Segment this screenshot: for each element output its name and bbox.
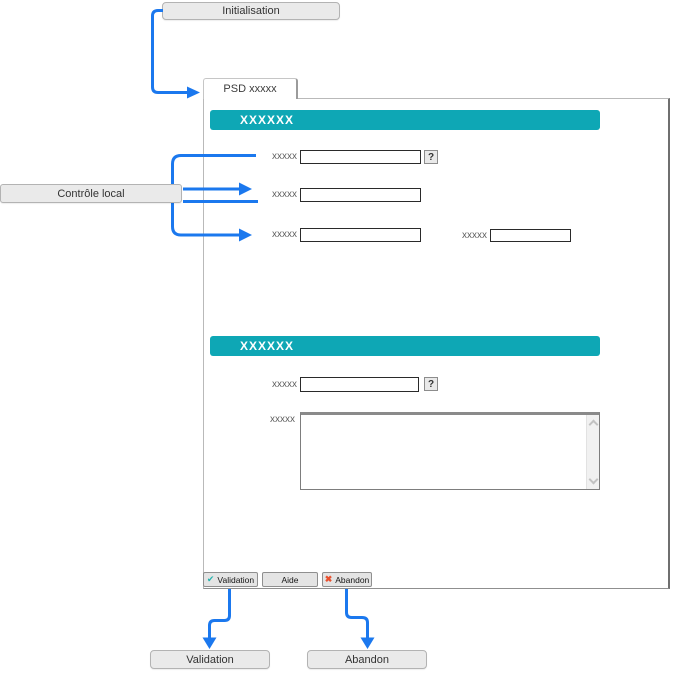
validation-button-label: Validation	[217, 574, 255, 585]
aide-button[interactable]: Aide	[262, 572, 318, 587]
scroll-down-icon[interactable]	[588, 474, 599, 485]
field3b-label: xxxxx	[462, 230, 487, 241]
flow-node-initialisation: Initialisation	[162, 2, 340, 20]
field3b-input[interactable]	[490, 229, 571, 242]
flow-node-validation-label: Validation	[186, 653, 234, 666]
aide-button-label: Aide	[281, 574, 299, 585]
section2-field1-input[interactable]	[300, 377, 419, 392]
arrow-validation-flow-head	[202, 637, 217, 649]
field1-help-button[interactable]: ?	[424, 150, 438, 164]
field2-input[interactable]	[300, 188, 421, 202]
validation-button[interactable]: ✔ Validation	[203, 572, 258, 587]
tab-psd[interactable]: PSD xxxxx	[203, 78, 298, 99]
field3a-input[interactable]	[300, 228, 421, 242]
notes-label: xxxxx	[270, 414, 295, 425]
abandon-button[interactable]: ✖ Abandon	[322, 572, 372, 587]
section2-header: XXXXXX	[210, 336, 600, 356]
flow-node-controle-local-label: Contrôle local	[57, 187, 125, 200]
field1-label: xxxxx	[272, 151, 297, 162]
section1-title: XXXXXX	[240, 113, 295, 127]
flow-node-abandon-label: Abandon	[344, 653, 390, 666]
field3a-label: xxxxx	[272, 229, 297, 240]
notes-scrollbar[interactable]	[586, 415, 599, 489]
flow-node-initialisation-label: Initialisation	[222, 5, 280, 17]
arrow-init-to-psd-head	[187, 86, 200, 99]
arrow-init-to-psd	[151, 9, 187, 94]
section2-title: XXXXXX	[240, 339, 295, 353]
notes-textarea[interactable]	[300, 412, 600, 490]
flow-node-controle-local: Contrôle local	[0, 184, 182, 203]
check-icon: ✔	[206, 574, 215, 584]
tab-psd-label: PSD xxxxx	[223, 83, 277, 95]
cross-icon: ✖	[324, 574, 333, 584]
scroll-up-icon[interactable]	[588, 419, 599, 430]
abandon-button-label: Abandon	[335, 574, 370, 585]
flow-node-validation: Validation	[150, 650, 270, 669]
flow-node-abandon: Abandon	[307, 650, 427, 669]
field2-label: xxxxx	[272, 189, 297, 200]
arrow-abandon-flow	[345, 589, 369, 638]
section2-field1-label: xxxxx	[272, 379, 297, 390]
section2-help-button[interactable]: ?	[424, 377, 438, 391]
field1-input[interactable]	[300, 150, 421, 164]
arrow-abandon-flow-head	[360, 637, 375, 649]
section1-header: XXXXXX	[210, 110, 600, 130]
arrow-validation-flow	[208, 589, 231, 638]
